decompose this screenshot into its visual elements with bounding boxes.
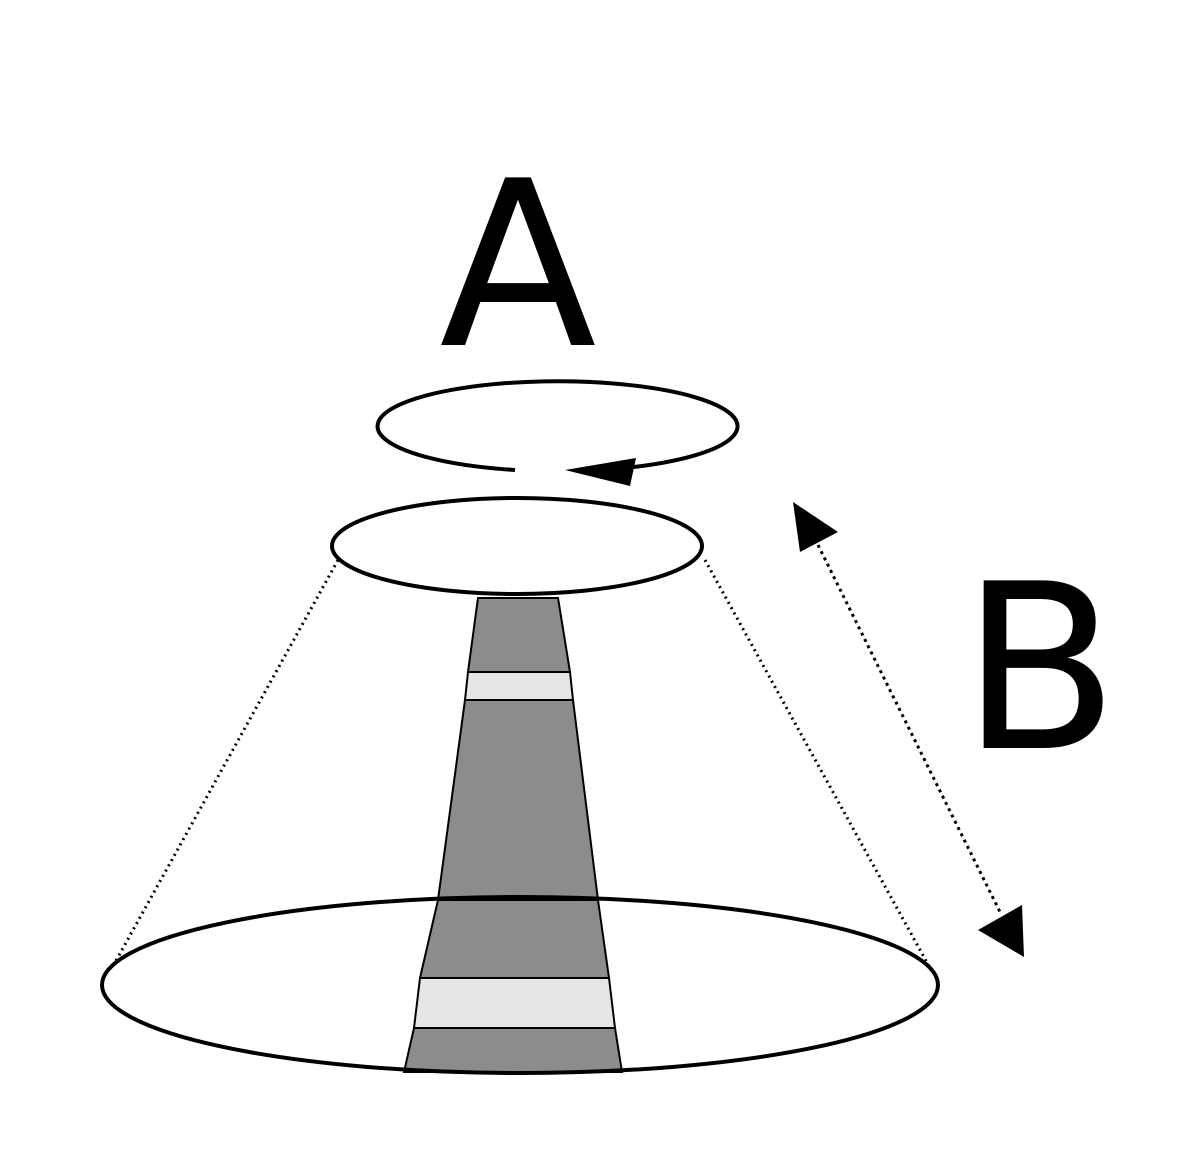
label-b: B <box>961 536 1119 803</box>
rotation-arrow-icon <box>375 379 740 486</box>
cone-top-ellipse <box>330 496 704 596</box>
length-arrow-icon <box>793 502 1024 957</box>
cone-bottom-ellipse <box>100 895 940 1075</box>
cone-frustum <box>100 496 940 1075</box>
central-column <box>402 597 624 1073</box>
label-a: A <box>439 133 596 400</box>
